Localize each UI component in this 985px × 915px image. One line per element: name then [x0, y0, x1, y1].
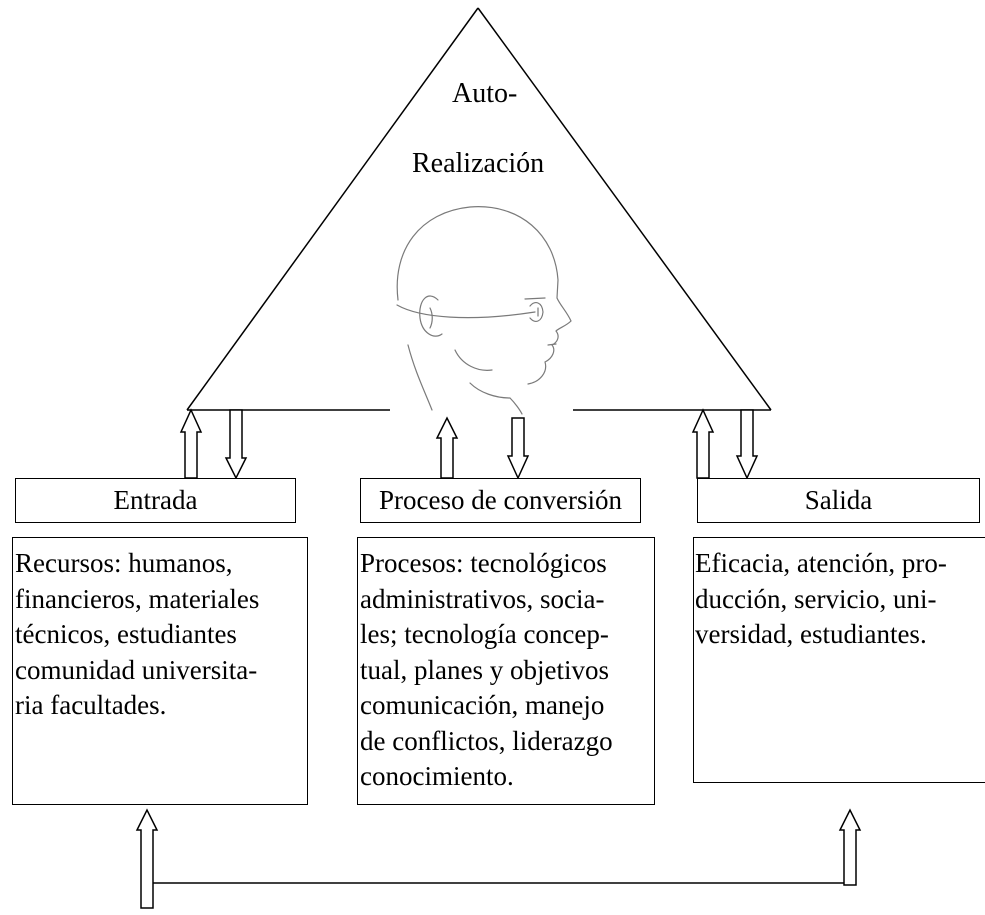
- entrada-header-label: Entrada: [113, 485, 198, 515]
- hollow-up-arrow-icon: [691, 408, 715, 479]
- hollow-down-arrow-icon: [735, 409, 759, 480]
- auto-realizacion-triangle: [186, 7, 772, 411]
- hollow-down-arrow-icon: [224, 409, 248, 480]
- hollow-up-arrow-icon: [135, 808, 159, 909]
- salida-body-box: Eficacia, atención, pro- ducción, servic…: [693, 537, 985, 783]
- entrada-body-text: Recursos: humanos, financieros, material…: [15, 548, 260, 720]
- head-profile-icon: [396, 206, 572, 415]
- proceso-body-text: Procesos: tecnológicos administrativos, …: [360, 548, 613, 791]
- proceso-header-label: Proceso de conversión: [379, 485, 622, 515]
- hollow-up-arrow-icon: [179, 408, 203, 479]
- apex-label-line2: Realización: [412, 148, 545, 179]
- arrow-pairs: [179, 408, 759, 480]
- salida-header: Salida: [697, 478, 980, 523]
- feedback-loop: [135, 808, 862, 909]
- hollow-up-arrow-icon: [838, 808, 862, 886]
- proceso-header: Proceso de conversión: [360, 478, 641, 523]
- salida-body-text: Eficacia, atención, pro- ducción, servic…: [695, 548, 947, 649]
- apex-label-line1: Auto-: [452, 78, 518, 109]
- salida-header-label: Salida: [804, 485, 873, 515]
- hollow-down-arrow-icon: [506, 417, 530, 480]
- proceso-body-box: Procesos: tecnológicos administrativos, …: [357, 537, 655, 805]
- hollow-up-arrow-icon: [435, 416, 459, 479]
- entrada-header: Entrada: [15, 478, 296, 523]
- entrada-body-box: Recursos: humanos, financieros, material…: [12, 537, 308, 805]
